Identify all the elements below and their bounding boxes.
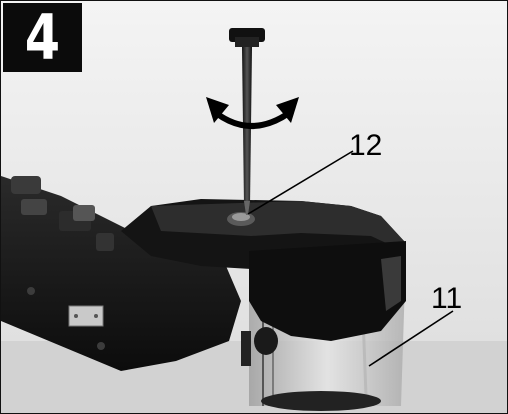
- callout-label-12: 12: [349, 129, 383, 162]
- tool-body: [1, 176, 406, 371]
- step-number: 4: [24, 1, 61, 74]
- callout-line-12: [247, 150, 354, 215]
- callout-line-11: [368, 310, 454, 367]
- step-number-badge: 4: [3, 3, 82, 72]
- callout-label-11: 11: [431, 282, 463, 315]
- rotate-both-ways-arrow-icon: [206, 97, 299, 129]
